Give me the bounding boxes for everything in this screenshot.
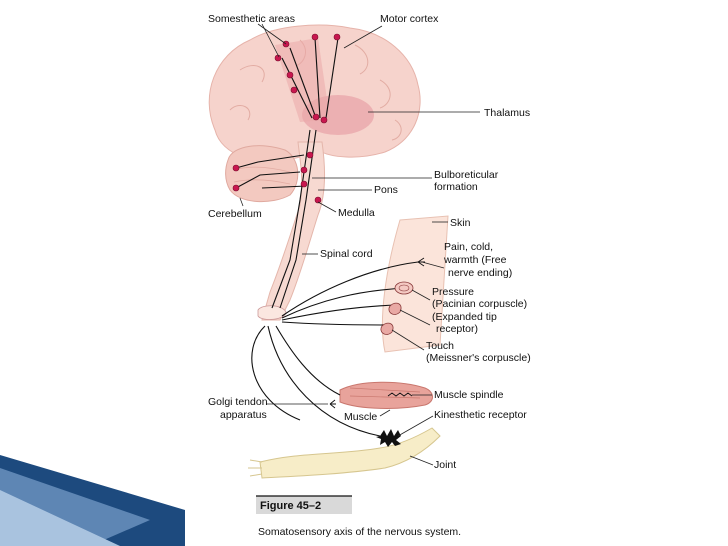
pacinian-corpuscle-icon bbox=[394, 281, 414, 295]
label-thalamus: Thalamus bbox=[484, 107, 530, 119]
expanded-tip-receptor-icon bbox=[388, 302, 402, 315]
label-bulboreticular-1: Bulboreticular bbox=[434, 169, 499, 181]
skin-slab bbox=[381, 215, 449, 353]
label-pain-2: warmth (Free bbox=[443, 254, 507, 266]
label-motor-cortex: Motor cortex bbox=[380, 13, 439, 25]
label-cerebellum: Cerebellum bbox=[208, 208, 262, 220]
label-muscle: Muscle bbox=[344, 411, 377, 423]
label-golgi-1: Golgi tendon bbox=[208, 396, 268, 408]
label-touch-1: Touch bbox=[426, 340, 454, 352]
caption-bar bbox=[256, 496, 352, 514]
label-pressure-1: Pressure bbox=[432, 286, 474, 298]
label-pain-3: nerve ending) bbox=[448, 267, 512, 279]
label-medulla: Medulla bbox=[338, 207, 375, 219]
label-pressure-2: (Pacinian corpuscle) bbox=[432, 298, 527, 310]
golgi-tendon-icon bbox=[329, 399, 336, 409]
nerve-pathways bbox=[235, 37, 419, 437]
label-touch-2: (Meissner's corpuscle) bbox=[426, 352, 531, 364]
muscle-spindle-icon bbox=[387, 392, 413, 397]
label-pressure-3: (Expanded tip bbox=[432, 311, 497, 323]
label-kinesthetic-receptor: Kinesthetic receptor bbox=[434, 409, 527, 421]
synapse-nodes bbox=[232, 33, 341, 204]
label-golgi-2: apparatus bbox=[220, 409, 267, 421]
kinesthetic-receptor-icon bbox=[376, 429, 401, 447]
label-muscle-spindle: Muscle spindle bbox=[434, 389, 504, 401]
label-joint: Joint bbox=[434, 459, 456, 471]
cerebellum-shape bbox=[225, 145, 299, 203]
label-pons: Pons bbox=[374, 184, 398, 196]
arm-bones bbox=[259, 427, 441, 479]
label-pain-1: Pain, cold, bbox=[444, 241, 493, 253]
free-nerve-ending-icon bbox=[417, 257, 425, 267]
label-somesthetic-areas: Somesthetic areas bbox=[208, 13, 295, 25]
meissner-corpuscle-icon bbox=[380, 322, 394, 335]
figure-caption: Somatosensory axis of the nervous system… bbox=[258, 526, 461, 538]
label-skin: Skin bbox=[450, 217, 471, 229]
leader-lines bbox=[239, 23, 480, 466]
label-pressure-4: receptor) bbox=[436, 323, 478, 335]
label-bulboreticular-2: formation bbox=[434, 181, 478, 193]
figure-number: Figure 45–2 bbox=[260, 500, 321, 512]
label-spinal-cord: Spinal cord bbox=[320, 248, 373, 260]
